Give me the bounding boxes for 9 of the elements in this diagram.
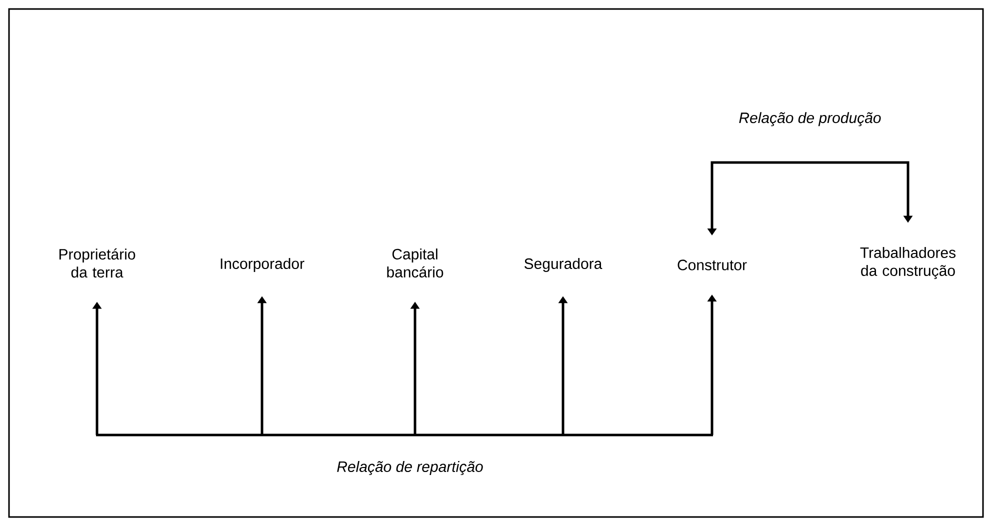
relation-label: Relação de repartição <box>337 461 483 475</box>
node-label: Capital bancário <box>387 248 444 278</box>
edge-label: Relação de produção <box>739 112 881 126</box>
node-label: Seguradora <box>524 258 602 272</box>
node-label: Construtor <box>678 260 747 270</box>
node-label: Incorporador <box>220 258 304 272</box>
node-label: Proprietário da terra <box>59 248 136 278</box>
node-label: Trabalhadores da construção <box>860 246 956 280</box>
bus-line <box>96 434 713 436</box>
